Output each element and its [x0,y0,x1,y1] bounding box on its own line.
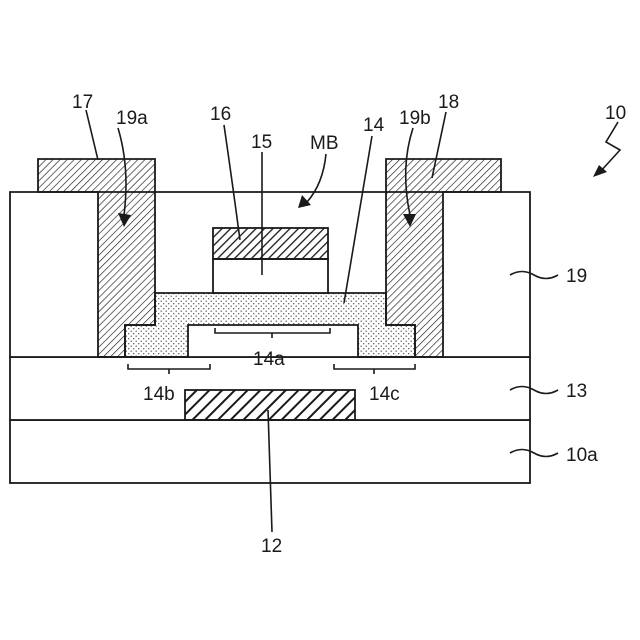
label-10a: 10a [566,445,598,466]
layer-16 [213,228,328,259]
arrow-10-shaft [600,122,620,172]
label-14a: 14a [253,349,285,370]
leader-17 [86,110,98,160]
label-13: 13 [566,381,587,402]
label-14c: 14c [369,384,400,405]
label-15: 15 [251,132,272,153]
label-10: 10 [605,103,626,124]
label-18: 18 [438,92,459,113]
label-12: 12 [261,536,282,557]
label-19a: 19a [116,108,148,129]
label-19b: 19b [399,108,431,129]
gate-electrode [185,390,355,420]
label-14b: 14b [143,384,175,405]
label-16: 16 [210,104,231,125]
label-14: 14 [363,115,385,136]
label-19: 19 [566,266,587,287]
label-17: 17 [72,92,93,113]
label-mb: MB [310,133,339,154]
layer-15 [213,259,328,293]
